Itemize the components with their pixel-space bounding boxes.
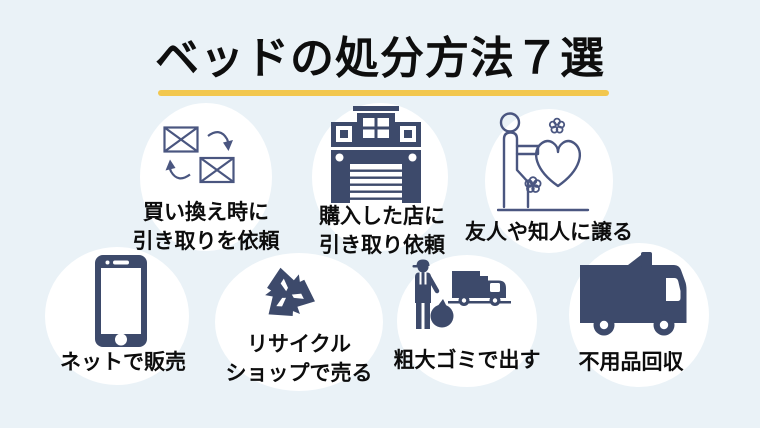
bulky-waste-icon [412,259,511,329]
page-title: ベッドの処分方法７選 [155,34,605,83]
title-underline [158,90,609,96]
item-label: 購入した店に 引き取り依頼 [319,205,445,257]
give-heart-icon [497,112,590,212]
store-icon [331,106,421,203]
item-label: リサイクル ショップで売る [225,333,373,385]
envelope-swap-icon [163,126,235,184]
smartphone-icon [95,255,147,347]
item-label: 不用品回収 [578,351,684,374]
recycle-icon [265,267,315,316]
item-label: ネットで販売 [60,351,186,374]
pickup-truck-icon [580,252,687,336]
item-label: 友人や知人に譲る [465,221,633,244]
item-label: 買い換え時に 引き取りを依頼 [132,201,280,253]
item-label: 粗大ゴミで出す [393,349,541,372]
